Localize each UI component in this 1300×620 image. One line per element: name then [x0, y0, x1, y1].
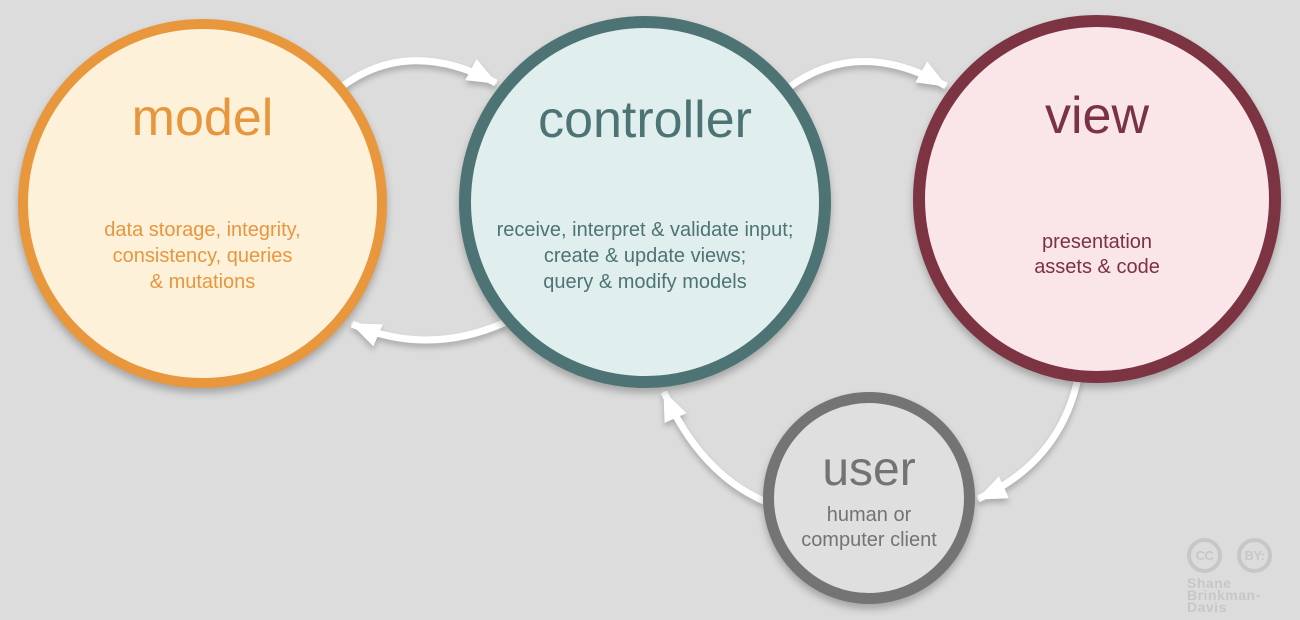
arrow-model-to-controller [337, 57, 498, 91]
user-title: user [822, 443, 916, 496]
author-credit: Shane Brinkman-Davis [1187, 575, 1300, 615]
controller-desc-line: query & modify models [543, 271, 747, 293]
user-desc-line: human or [826, 504, 912, 526]
license-attribution: CC BY: Shane Brinkman-Davis [1187, 538, 1300, 615]
view-description: presentation assets & code [925, 230, 1269, 280]
cc-by-icon: BY: [1237, 538, 1272, 573]
by-badge-label: BY: [1244, 548, 1265, 563]
author-last-name: Brinkman-Davis [1187, 587, 1261, 615]
view-desc-line: presentation [1041, 231, 1153, 253]
model-circle: model data storage, integrity, consisten… [18, 19, 387, 388]
model-description: data storage, integrity, consistency, qu… [28, 217, 377, 295]
view-title: view [1044, 87, 1150, 145]
controller-desc-line: create & update views; [543, 245, 747, 267]
cc-license-icon: CC [1187, 538, 1222, 573]
model-title: model [131, 89, 274, 147]
view-circle: view presentation assets & code [913, 15, 1281, 383]
controller-title: controller [538, 91, 752, 149]
user-desc-line: computer client [801, 529, 937, 551]
controller-circle: controller receive, interpret & validate… [459, 16, 831, 388]
view-desc-line: assets & code [1034, 256, 1160, 278]
cc-badge-label: CC [1195, 548, 1214, 563]
arrow-controller-to-view [785, 58, 948, 91]
arrow-controller-to-model [350, 318, 508, 347]
user-description: human or computer client [774, 503, 964, 553]
arrow-view-to-user [976, 377, 1082, 503]
model-desc-line: consistency, queries [112, 245, 293, 267]
author-first-name: Shane [1187, 575, 1232, 591]
controller-desc-line: receive, interpret & validate input; [496, 219, 794, 241]
controller-description: receive, interpret & validate input; cre… [471, 217, 819, 295]
license-badges: CC BY: [1187, 538, 1300, 573]
model-desc-line: data storage, integrity, [104, 219, 301, 241]
user-circle: user human or computer client [763, 392, 975, 604]
model-desc-line: & mutations [149, 271, 256, 293]
arrow-user-to-controller [660, 390, 766, 505]
